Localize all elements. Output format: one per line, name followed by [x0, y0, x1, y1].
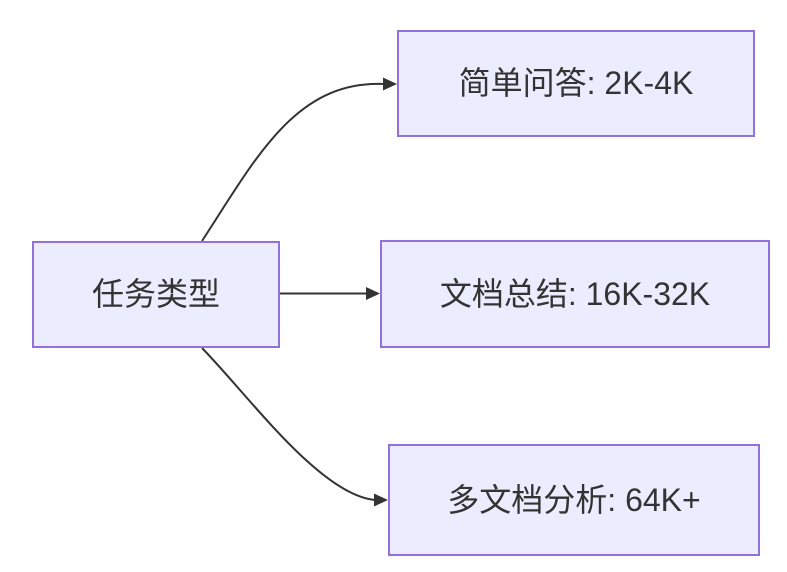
node-simple-qa: 简单问答: 2K-4K [397, 30, 755, 137]
node-doc-summary-label: 文档总结: 16K-32K [439, 275, 711, 312]
edge-line [201, 347, 376, 501]
arrowhead-icon [383, 77, 397, 91]
node-multi-doc-analysis-label: 多文档分析: 64K+ [447, 481, 701, 518]
arrowhead-icon [366, 287, 380, 300]
edge-root-to-simple-qa [201, 77, 397, 242]
arrowhead-icon [374, 493, 388, 507]
node-multi-doc-analysis: 多文档分析: 64K+ [388, 444, 760, 556]
node-simple-qa-label: 简单问答: 2K-4K [458, 65, 694, 102]
node-task-type: 任务类型 [32, 241, 280, 348]
node-doc-summary: 文档总结: 16K-32K [380, 240, 770, 348]
edge-line [201, 82, 385, 242]
node-task-type-label: 任务类型 [91, 276, 220, 313]
edge-root-to-multi-doc-analysis [201, 347, 388, 507]
edge-root-to-doc-summary [280, 287, 380, 300]
